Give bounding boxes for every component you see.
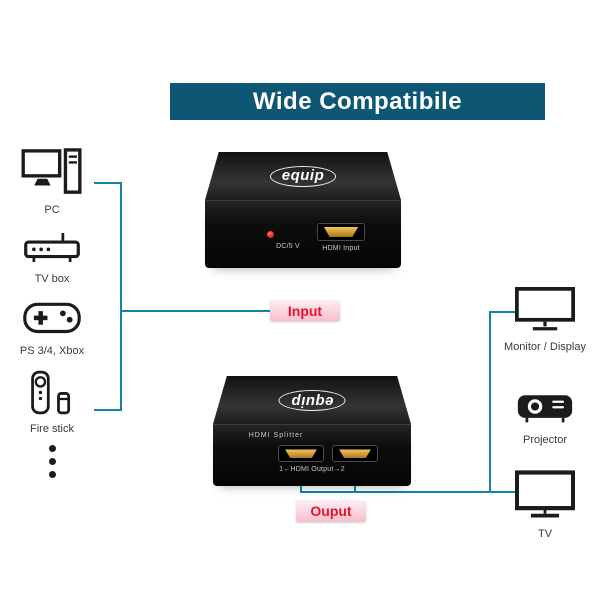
- device-front-face: DC/5 V HDMI Input: [205, 200, 401, 268]
- source-fire-stick-label: Fire stick: [30, 423, 74, 435]
- connector-input-line: [121, 310, 272, 312]
- gamepad-icon: [23, 302, 81, 334]
- equip-logo-rotated: equip: [278, 389, 346, 411]
- output-tag: Ouput: [296, 500, 366, 522]
- fire-stick-icon: [31, 370, 71, 415]
- hdmi-input-port-label: HDMI Input: [322, 245, 360, 252]
- connector-pc-line: [94, 182, 122, 184]
- tv-icon: [514, 470, 576, 518]
- tv-box-icon: [24, 233, 80, 262]
- hdmi-splitter-front: equip DC/5 V HDMI Input: [205, 152, 401, 268]
- connector-left-bus-line: [120, 182, 122, 411]
- hdmi-pin: [284, 449, 318, 458]
- source-fire-stick: Fire stick: [2, 370, 102, 435]
- connector-bottom-bus-line: [300, 491, 517, 493]
- dc-port-label: DC/5 V: [276, 243, 300, 250]
- source-pc-label: PC: [44, 204, 60, 216]
- hdmi-output1-port: [278, 445, 324, 462]
- device-top-face-rear: equip: [213, 376, 411, 424]
- output-monitor: Monitor / Display: [485, 286, 600, 353]
- source-console-label: PS 3/4, Xbox: [19, 345, 85, 357]
- hdmi-pin: [323, 227, 359, 237]
- input-tag: Input: [270, 300, 340, 321]
- source-pc: PC: [2, 148, 102, 216]
- power-led: [267, 231, 274, 238]
- source-console: PS 3/4, Xbox: [2, 297, 102, 357]
- equip-logo: equip: [269, 165, 337, 187]
- input-tag-label: Input: [287, 302, 323, 319]
- hdmi-output2-port: [332, 445, 378, 462]
- banner: Wide Compatibile: [170, 83, 545, 120]
- more-sources-ellipsis-icon: [49, 445, 56, 478]
- connector-right-bus-line: [489, 311, 491, 493]
- projector-icon: [517, 395, 573, 423]
- splitter-model-label: HDMI Splitter: [248, 432, 304, 439]
- hdmi-pin: [338, 449, 372, 458]
- hdmi-input-port: [317, 223, 365, 241]
- output-tv-label: TV: [537, 528, 553, 540]
- hdmi-splitter-rear: equip HDMI Splitter 1←HDMI Output→2: [213, 376, 411, 486]
- device-rear-face: HDMI Splitter 1←HDMI Output→2: [213, 424, 411, 486]
- output-monitor-label: Monitor / Display: [504, 341, 586, 353]
- connector-monitor-line: [489, 311, 517, 313]
- source-tv-box: TV box: [2, 230, 102, 285]
- connector-firestick-line: [94, 409, 122, 411]
- output-projector: Projector: [485, 388, 600, 446]
- output-tag-label: Ouput: [310, 503, 352, 519]
- monitor-icon: [515, 287, 575, 331]
- output-ports-label: 1←HDMI Output→2: [279, 466, 345, 473]
- output-tv: TV: [485, 470, 600, 540]
- output-projector-label: Projector: [522, 434, 568, 446]
- source-tv-box-label: TV box: [34, 273, 70, 285]
- pc-icon: [21, 148, 82, 194]
- banner-title: Wide Compatibile: [252, 87, 463, 115]
- device-top-face: equip: [205, 152, 401, 200]
